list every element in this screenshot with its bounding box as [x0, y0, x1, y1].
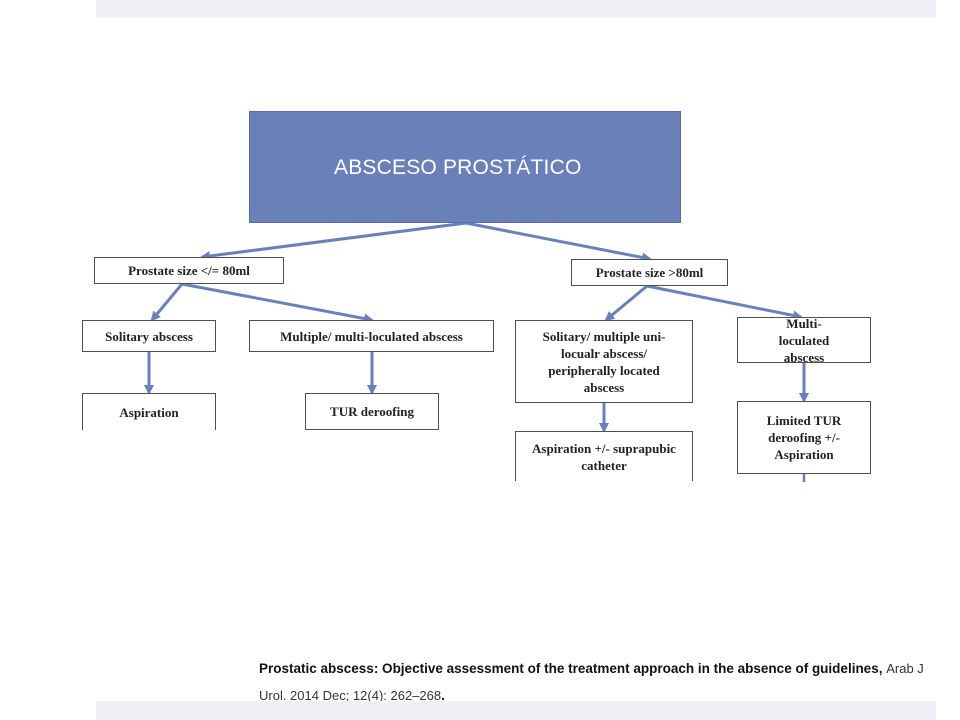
top-band — [96, 0, 936, 18]
node-solitary-multiple-unilocular: Solitary/ multiple uni-locualr abscess/ … — [515, 320, 693, 403]
node-solitary-abscess: Solitary abscess — [82, 320, 216, 352]
node-prostate-size-small: Prostate size </= 80ml — [94, 257, 284, 284]
arrow-size-small-to-solitary — [150, 283, 184, 322]
citation-title: Prostatic abscess: Objective assessment … — [259, 661, 879, 676]
arrow-title-to-size-small — [200, 221, 467, 261]
arrow-size-small-to-multiple — [181, 282, 374, 324]
citation: Prostatic abscess: Objective assessment … — [259, 661, 924, 703]
main-title-box: ABSCESO PROSTÁTICO — [249, 111, 681, 223]
arrow-size-large-to-multiloculated — [646, 284, 803, 321]
arrow-size-large-to-unilocular — [604, 284, 648, 322]
citation-source: Arab J Urol. 2014 Dec; 12(4): 262–268 — [259, 661, 924, 703]
arrow-title-to-size-large — [465, 221, 652, 263]
node-multi-loculated: Multi-loculated abscess — [737, 316, 871, 365]
node-aspiration: Aspiration — [82, 393, 216, 430]
main-title: ABSCESO PROSTÁTICO — [334, 156, 582, 179]
bottom-band — [96, 701, 936, 720]
node-limited-tur: Limited TUR deroofing +/- Aspiration — [737, 401, 871, 474]
node-aspiration-catheter: Aspiration +/- suprapubic catheter — [515, 431, 693, 481]
node-prostate-size-large: Prostate size >80ml — [571, 259, 728, 286]
node-tur-deroofing: TUR deroofing — [305, 393, 439, 430]
node-multiple-abscess: Multiple/ multi-loculated abscess — [249, 320, 494, 352]
